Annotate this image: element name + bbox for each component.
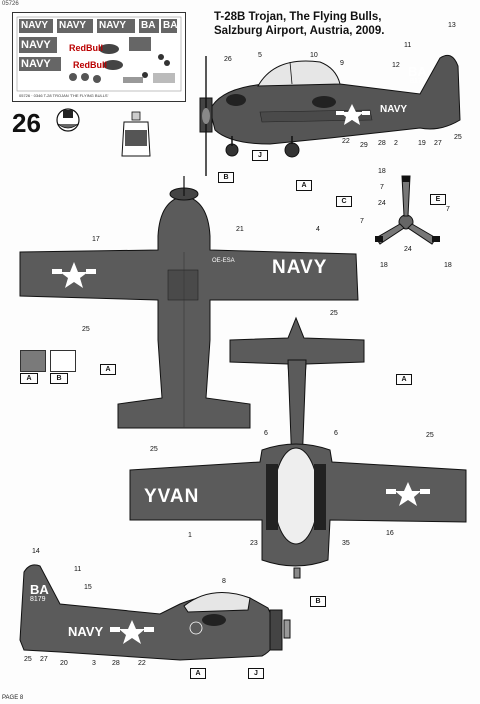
callout-6b: 6 <box>334 430 338 437</box>
decal-redbull-1: RedBull <box>69 43 104 53</box>
color-key-a-tail: A <box>396 374 412 385</box>
callout-16: 16 <box>386 530 394 537</box>
callout-35: 35 <box>342 540 350 547</box>
callout-9: 9 <box>340 60 344 67</box>
callout-prop-7b: 7 <box>360 218 364 225</box>
callout-20: 20 <box>60 660 68 667</box>
callout-bottom-28: 28 <box>112 660 120 667</box>
callout-2: 2 <box>394 140 398 147</box>
callout-22: 22 <box>342 138 350 145</box>
registration-wing: OE-ESA <box>212 258 235 264</box>
decal-navy-2: NAVY <box>59 20 87 31</box>
decal-soft-bottle-icon <box>121 111 151 157</box>
color-key-e-prop: E <box>430 194 446 205</box>
callout-26: 26 <box>224 56 232 63</box>
color-swatch-b <box>50 350 76 372</box>
decal-sheet-art <box>16 16 182 92</box>
navy-side-top: NAVY <box>380 104 408 115</box>
callout-14: 14 <box>32 548 40 555</box>
callout-5: 5 <box>258 52 262 59</box>
page-title: T-28B Trojan, The Flying Bulls, Salzburg… <box>214 10 414 38</box>
propeller-detail <box>375 175 440 245</box>
decal-navy-5: NAVY <box>21 58 51 70</box>
callout-prop-7a: 7 <box>380 184 384 191</box>
callout-bottom-22: 22 <box>138 660 146 667</box>
callout-bottom-11: 11 <box>74 566 82 573</box>
callout-prop-18a: 18 <box>378 168 386 175</box>
side-view-bottom <box>19 564 291 661</box>
title-line-1: T-28B Trojan, The Flying Bulls, <box>214 11 382 23</box>
callout-21: 21 <box>236 226 244 233</box>
color-key-j-side: J <box>252 150 268 161</box>
side-view-top <box>199 54 461 176</box>
callout-19: 19 <box>418 140 426 147</box>
page-number: PAGE 8 <box>2 695 24 701</box>
water-bowl-icon <box>56 108 80 132</box>
callout-28: 28 <box>378 140 386 147</box>
callout-10: 10 <box>310 52 318 59</box>
callout-25: 25 <box>454 134 462 141</box>
document-code: 05726 <box>2 1 19 7</box>
decal-sheet-caption: 05726 · 0346 T-28 TROJAN 'THE FLYING BUL… <box>19 93 109 98</box>
callout-prop-18c: 18 <box>444 262 452 269</box>
decal-navy-1: NAVY <box>21 20 49 31</box>
callout-prop-24a: 24 <box>378 200 386 207</box>
callout-29: 29 <box>360 142 368 149</box>
color-key-c-prop: C <box>336 196 352 207</box>
color-key-a-wing: A <box>100 364 116 375</box>
navy-wing-bottom: YVAN <box>144 486 200 507</box>
callout-1: 1 <box>188 532 192 539</box>
color-swatch-a <box>20 350 46 372</box>
color-key-b: B <box>50 373 68 384</box>
callout-wing-25: 25 <box>82 326 90 333</box>
callout-tail-25: 25 <box>330 310 338 317</box>
top-planform-view <box>19 176 359 429</box>
callout-13: 13 <box>448 22 456 29</box>
serial-top: 8179 <box>410 78 426 85</box>
color-key-a-side: A <box>296 180 312 191</box>
color-key-b-prop: B <box>218 172 234 183</box>
callout-17: 17 <box>92 236 100 243</box>
callout-3: 3 <box>92 660 96 667</box>
tail-code-top: BA <box>408 64 427 79</box>
decal-ba-1: BA <box>141 20 156 31</box>
callout-6a: 6 <box>264 430 268 437</box>
callout-bottom-25a: 25 <box>150 446 158 453</box>
callout-27: 27 <box>434 140 442 147</box>
decal-navy-4: NAVY <box>21 39 51 51</box>
decal-redbull-2: RedBull <box>73 60 108 70</box>
serial-bottom: 8179 <box>30 596 46 603</box>
decal-ba-2: BA <box>163 20 178 31</box>
callout-prop-18b: 18 <box>380 262 388 269</box>
callout-12: 12 <box>392 62 400 69</box>
navy-wing-top: NAVY <box>272 257 328 278</box>
color-key-b-spinner: B <box>310 596 326 607</box>
decal-navy-3: NAVY <box>99 20 127 31</box>
step-number: 26 <box>12 108 41 138</box>
callout-4: 4 <box>316 226 320 233</box>
navy-side-bottom: NAVY <box>68 624 104 639</box>
callout-prop-24b: 24 <box>404 246 412 253</box>
callout-bottom-27: 27 <box>40 656 48 663</box>
color-key-j-bottom: J <box>248 668 264 679</box>
callout-prop-7c: 7 <box>446 206 450 213</box>
color-key-a: A <box>20 373 38 384</box>
callout-15: 15 <box>84 584 92 591</box>
callout-23: 23 <box>250 540 258 547</box>
callout-bottom-25b: 25 <box>426 432 434 439</box>
bottom-planform-view <box>129 443 467 579</box>
tail-code-bottom: BA <box>30 582 49 597</box>
callout-11: 11 <box>404 42 412 49</box>
color-key-a-bottom: A <box>190 668 206 679</box>
callout-bottom-25: 25 <box>24 656 32 663</box>
callout-8: 8 <box>222 578 226 585</box>
decal-sheet-thumbnail: NAVY NAVY NAVY BA BA NAVY NAVY RedBull R… <box>12 12 186 102</box>
title-line-2: Salzburg Airport, Austria, 2009. <box>214 25 385 37</box>
